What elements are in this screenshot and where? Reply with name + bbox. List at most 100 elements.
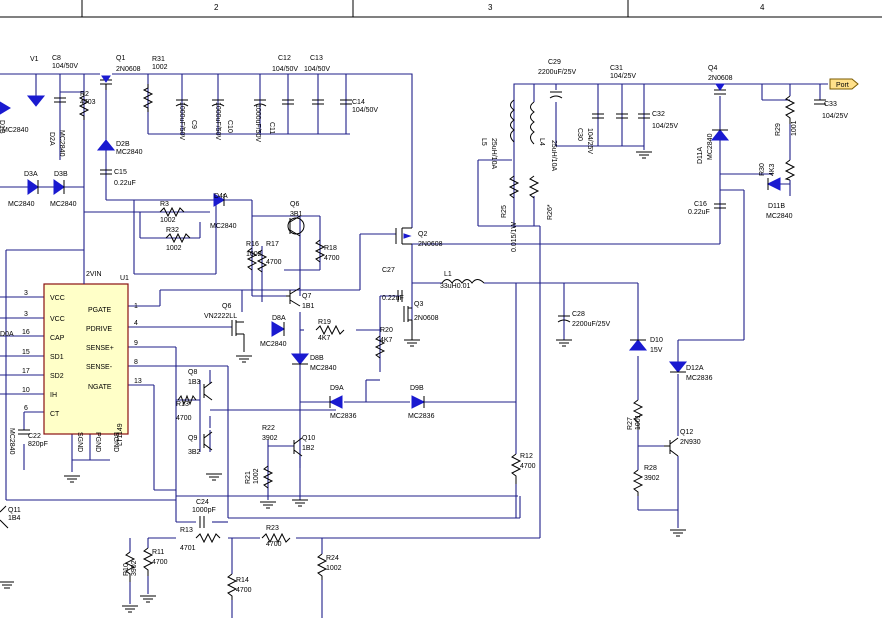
component-label-d4a: D4A xyxy=(214,193,228,200)
component-label-r10: R10 xyxy=(123,563,130,576)
component-label-c28v: 2200uF/25V xyxy=(572,321,610,328)
ground-symbol xyxy=(0,581,14,589)
resistor-r2 xyxy=(78,92,90,120)
capacitor-c12 xyxy=(282,99,294,105)
resistor-r29 xyxy=(784,95,796,124)
component-label-d11a: D11A xyxy=(697,147,704,164)
ic-pin-name: SENSE- xyxy=(86,364,113,371)
component-label-d12av: MC2836 xyxy=(686,375,713,382)
component-label-d0a: D0A xyxy=(0,331,14,338)
capacitor-c22 xyxy=(18,429,30,435)
component-label-r30v: 4K3 xyxy=(769,163,776,176)
component-label-d2bv: MC2840 xyxy=(116,149,143,156)
bjt-q11 xyxy=(0,505,9,529)
inductor-l5 xyxy=(510,99,515,143)
component-label-q1v: 2N0608 xyxy=(116,66,141,73)
component-label-q7v: 1B1 xyxy=(302,303,315,310)
component-label-c31v: 104/25V xyxy=(610,73,636,80)
component-label-c22: C22 xyxy=(28,433,41,440)
ground-symbol xyxy=(206,473,222,481)
resistor-r23 xyxy=(261,532,291,544)
component-label-mc3: MC2840 xyxy=(50,201,77,208)
ic-pin-num: 3 xyxy=(24,311,28,318)
resistor-r28 xyxy=(632,469,644,496)
component-label-q3: Q3 xyxy=(414,301,423,308)
component-label-c28: C28 xyxy=(572,311,585,318)
ic-pin-name: SENSE+ xyxy=(86,345,114,352)
ground-symbol xyxy=(140,595,156,603)
component-label-r14v: 4700 xyxy=(236,587,252,594)
ic-pin-num: 15 xyxy=(22,349,30,356)
component-label-q9v: 3B2 xyxy=(188,449,201,456)
diode-d1b xyxy=(0,101,11,115)
component-label-c16: C16 xyxy=(694,201,707,208)
diode-d12a xyxy=(668,361,688,373)
component-label-r20v: 4K7 xyxy=(380,337,393,344)
component-label-c15: C15 xyxy=(114,169,127,176)
ic-pin-num: 3 xyxy=(24,290,28,297)
component-label-q9: Q9 xyxy=(188,435,197,442)
ic-pin-name: CAP xyxy=(50,335,65,342)
ground-symbol xyxy=(64,475,80,483)
component-label-c11: C11 xyxy=(268,122,275,134)
component-label-c16v: 0.22uF xyxy=(688,209,710,216)
capacitor-c16 xyxy=(714,203,726,209)
resistor-r30 xyxy=(784,159,796,181)
component-label-mcl: MC2840 xyxy=(8,428,15,455)
component-label-r2: R2 xyxy=(80,91,89,98)
component-label-d11b: D11B xyxy=(768,203,785,210)
capacitor-c31 xyxy=(616,113,628,119)
component-label-r14: R14 xyxy=(236,577,249,584)
component-label-q10v: 1B2 xyxy=(302,445,315,452)
component-label-c29: C29 xyxy=(548,59,561,66)
component-label-q2v: 2N0608 xyxy=(418,241,443,248)
capacitor-c32 xyxy=(638,113,650,119)
diode-d11b xyxy=(766,177,781,191)
resistor-r25 xyxy=(508,175,520,199)
component-label-q8: Q8 xyxy=(188,369,197,376)
ground-symbol xyxy=(122,605,138,613)
resistor-r18 xyxy=(314,239,326,263)
ic-pin-num: 17 xyxy=(22,368,30,375)
component-label-r29: R29 xyxy=(775,123,782,136)
component-label-r32v: 1002 xyxy=(166,245,182,252)
component-label-c9: C9 xyxy=(190,120,197,129)
component-label-d9a: D9A xyxy=(330,385,344,392)
ic-pin-num: 13 xyxy=(134,378,142,385)
ic-pin-num: 1 xyxy=(134,303,138,310)
component-label-c14v: 104/50V xyxy=(352,107,378,114)
component-label-r13b: R13 xyxy=(180,527,193,534)
component-label-d1b: D1B xyxy=(0,120,5,134)
port-label: Port xyxy=(836,82,849,89)
component-label-q4: Q4 xyxy=(708,65,717,72)
component-label-d9b: D9B xyxy=(410,385,424,392)
diode-d10 xyxy=(628,339,648,351)
resistor-r11 xyxy=(142,547,154,576)
resistor-r27 xyxy=(632,399,644,430)
component-label-c24v: 1000pF xyxy=(192,507,216,514)
component-label-c8v: 104/50V xyxy=(52,63,78,70)
component-label-d9av: MC2836 xyxy=(330,413,357,420)
component-label-q2: Q2 xyxy=(418,231,427,238)
component-label-d2a: D2A xyxy=(48,132,55,146)
component-label-c30: C30 xyxy=(576,128,583,141)
component-label-d8av: MC2840 xyxy=(260,341,287,348)
component-label-l4v: 25uH/10A xyxy=(550,140,557,171)
sheet-frame: 2 3 4 xyxy=(0,0,882,18)
component-label-r19: R19 xyxy=(318,319,331,326)
resistor-r32 xyxy=(165,232,191,244)
component-label-c12: C12 xyxy=(278,55,291,62)
component-label-r27v: 1001 xyxy=(635,414,642,430)
component-label-d2b: D2B xyxy=(116,141,130,148)
component-label-r22v: 3902 xyxy=(262,435,278,442)
capacitor-c28 xyxy=(557,315,571,323)
bjt-q8 xyxy=(203,381,213,401)
diodes xyxy=(0,95,781,409)
component-label-c15v: 0.22uF xyxy=(114,180,136,187)
capacitor-c33 xyxy=(814,99,826,105)
ic-pin-name: PGATE xyxy=(88,307,112,314)
ic-pin-num: 4 xyxy=(134,320,138,327)
inductors xyxy=(441,99,535,284)
